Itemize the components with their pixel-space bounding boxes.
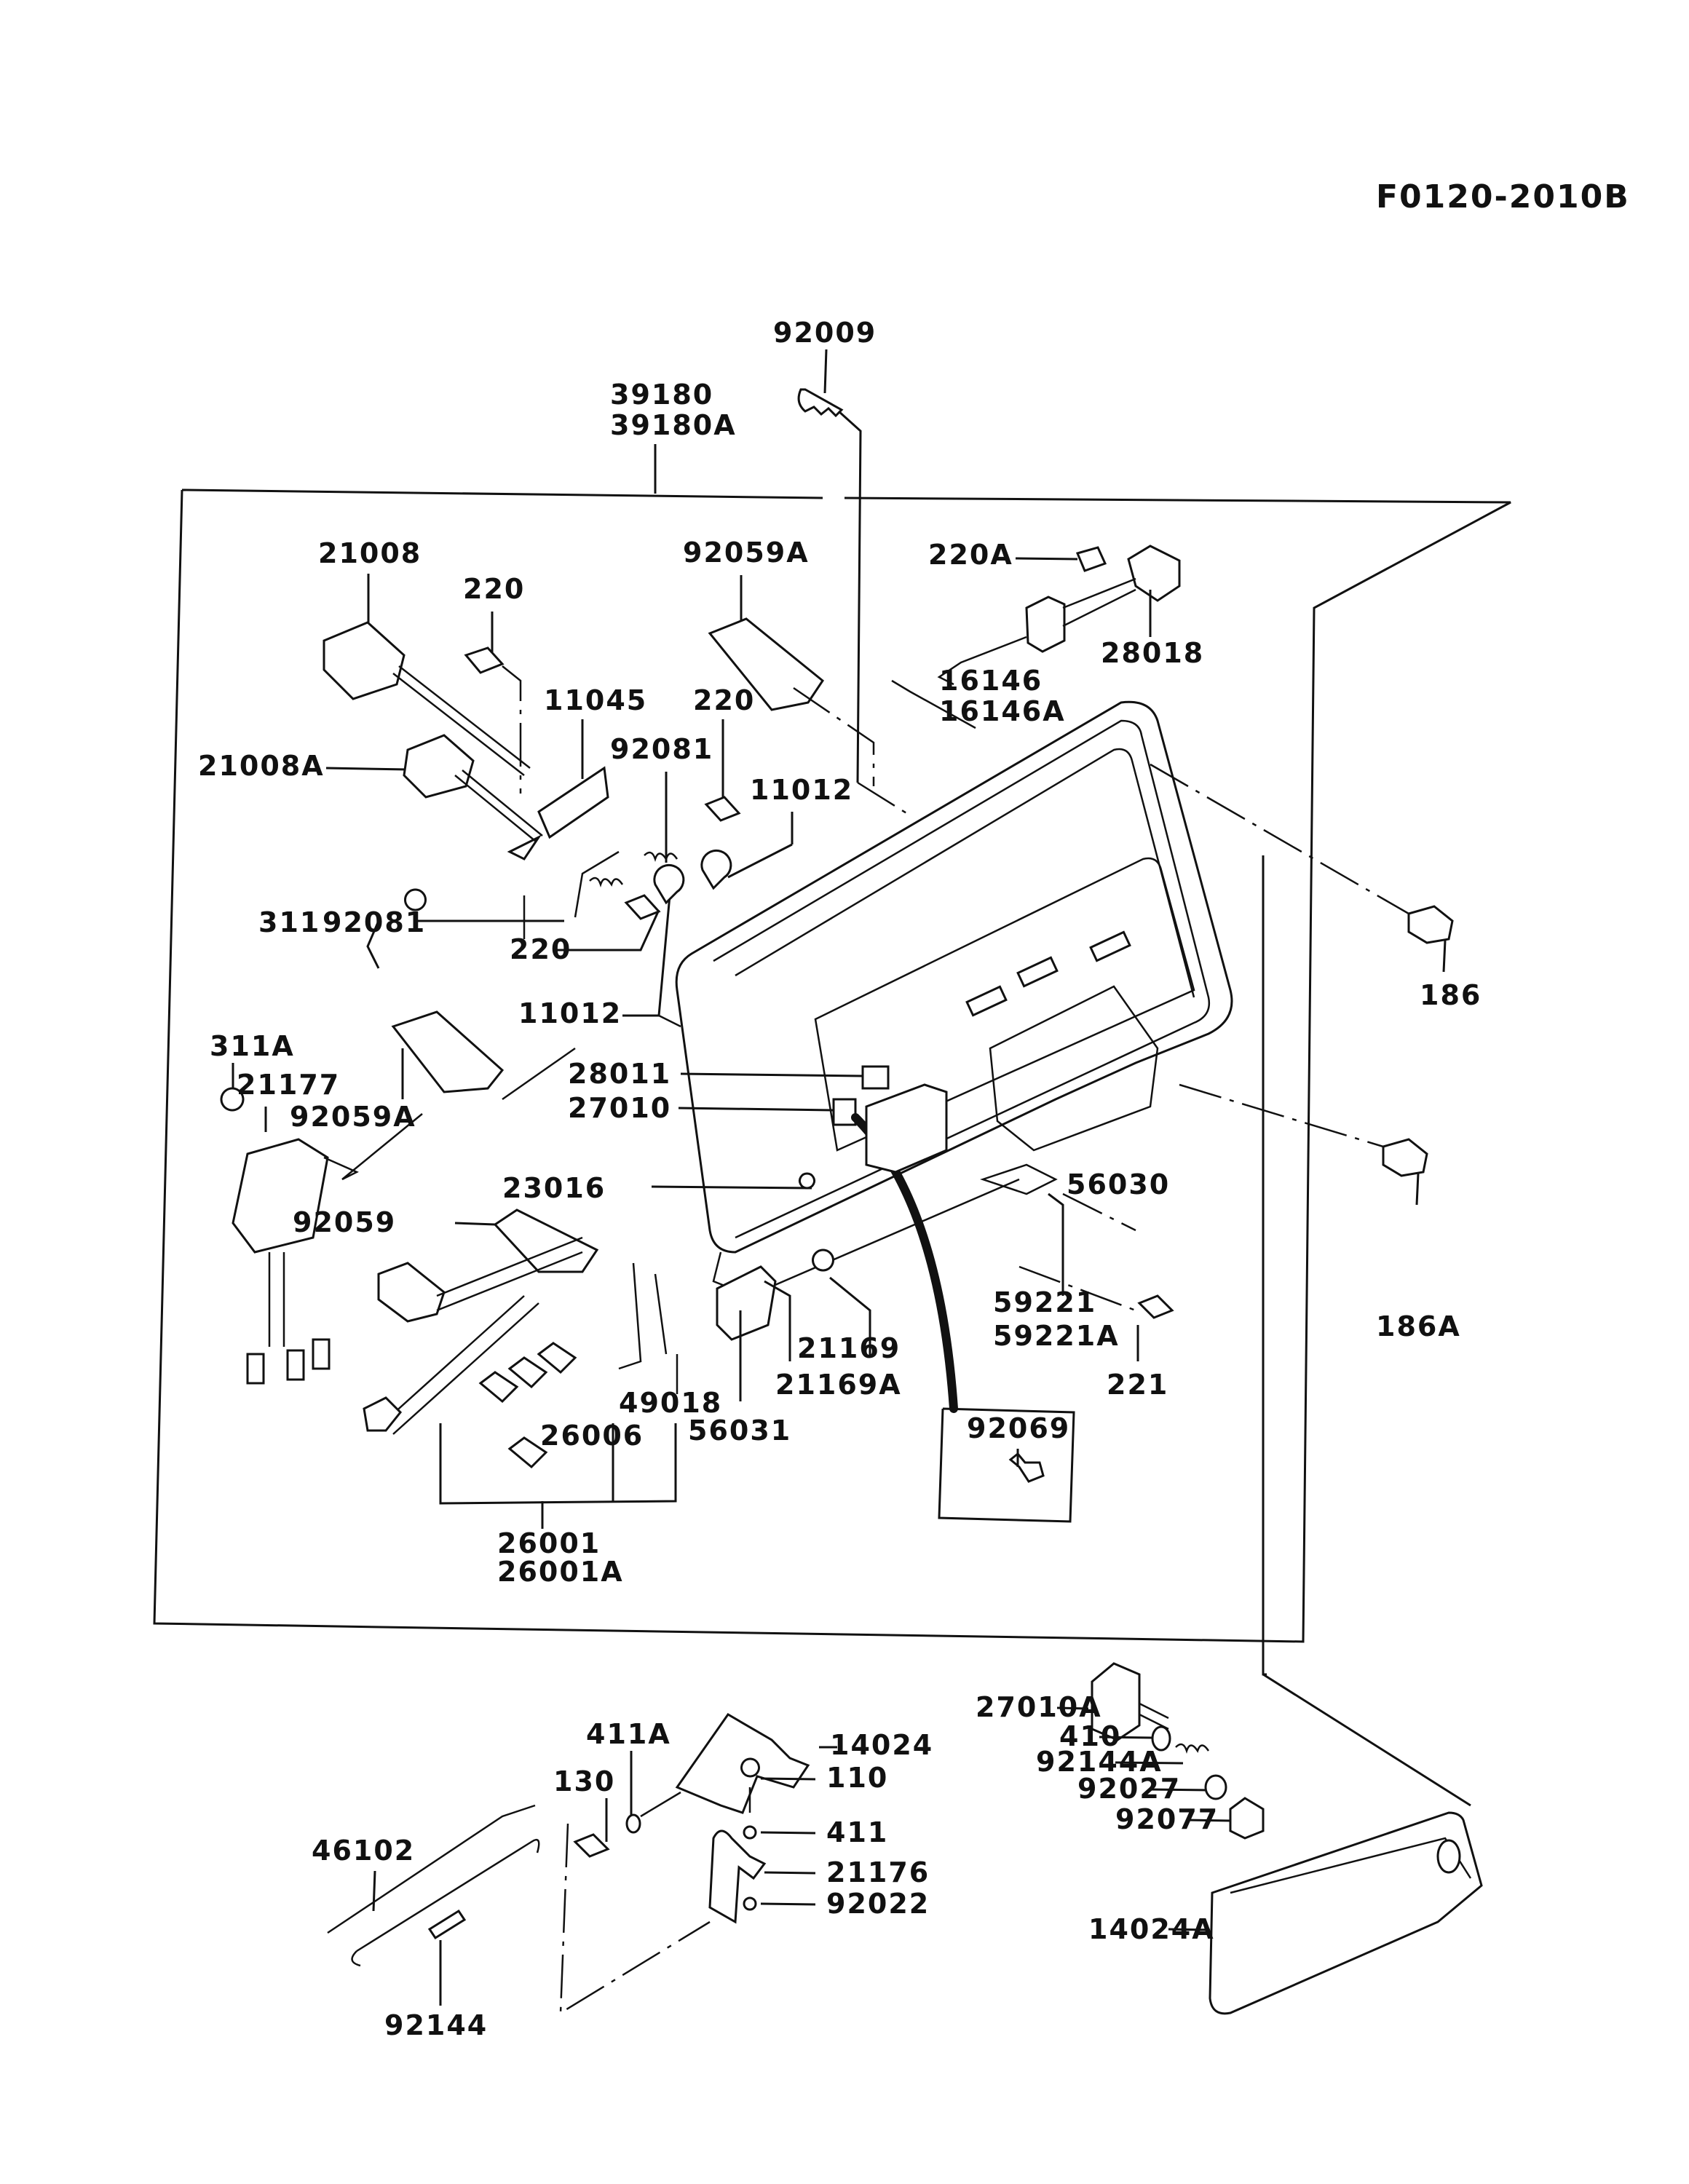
part-186 (1150, 763, 1454, 973)
part-11012-top (700, 812, 794, 890)
label-21169: 21169 (797, 1332, 901, 1364)
part-92022 (743, 1896, 816, 1911)
label-92059: 92059 (293, 1206, 396, 1238)
label-56030: 56030 (1067, 1168, 1170, 1200)
label-92027: 92027 (1077, 1773, 1181, 1805)
label-92059A-low: 92059A (290, 1101, 416, 1133)
part-21169 (764, 1249, 871, 1361)
label-46102: 46102 (312, 1835, 415, 1867)
label-28018: 28018 (1101, 637, 1204, 669)
part-26001-harness (363, 1236, 679, 1529)
leader-lower-right (1262, 855, 1471, 1807)
part-56031 (716, 1265, 777, 1401)
part-panel-56030 (675, 700, 1233, 1297)
label-21008: 21008 (318, 537, 422, 569)
part-21008A (325, 734, 543, 842)
part-14024A (1168, 1811, 1483, 2015)
label-11012-top: 11012 (750, 774, 853, 806)
label-26001A: 26001A (497, 1556, 624, 1588)
callout-labels: 92009 39180 39180A 21008 220 92059A 220A… (198, 317, 1482, 2041)
part-21008 (323, 574, 531, 776)
part-21177 (220, 1063, 423, 1385)
label-311: 311 (258, 906, 320, 938)
label-92081-top: 92081 (610, 733, 713, 765)
part-59221 (1048, 1192, 1136, 1296)
label-11045: 11045 (544, 684, 647, 716)
leaders-middle (651, 1065, 958, 1413)
label-92144A: 92144A (1036, 1746, 1163, 1778)
label-59221: 59221 (993, 1286, 1096, 1318)
part-186A (1179, 1083, 1428, 1206)
label-311A: 311A (210, 1030, 295, 1062)
part-411 (743, 1825, 816, 1840)
part-92081-springs (366, 772, 679, 969)
part-27010A (1056, 1662, 1265, 1840)
inset-92069 (938, 1407, 1075, 1523)
label-130: 130 (553, 1765, 615, 1797)
part-92059A-top (708, 575, 875, 786)
label-92059A-top: 92059A (683, 537, 810, 569)
label-49018: 49018 (619, 1387, 722, 1419)
label-28011: 28011 (568, 1058, 671, 1090)
label-39180A: 39180A (610, 409, 737, 441)
label-221: 221 (1107, 1369, 1168, 1401)
label-220-mid: 220 (693, 684, 755, 716)
label-14024: 14024 (830, 1729, 933, 1761)
label-21008A: 21008A (198, 750, 325, 782)
part-110 (740, 1757, 816, 1813)
part-92059A-low (391, 1010, 576, 1101)
part-11045 (507, 719, 609, 939)
label-110: 110 (826, 1762, 888, 1794)
part-221 (1018, 1265, 1174, 1361)
label-23016: 23016 (502, 1172, 606, 1204)
label-16146A: 16146A (939, 695, 1066, 727)
label-26006: 26006 (540, 1420, 644, 1452)
label-56031: 56031 (688, 1415, 791, 1447)
label-92069: 92069 (967, 1412, 1070, 1444)
label-410: 410 (1059, 1720, 1121, 1752)
label-14024A: 14024A (1088, 1913, 1215, 1945)
label-27010A: 27010A (976, 1691, 1102, 1723)
label-220-top: 220 (463, 573, 525, 605)
part-220-top (464, 612, 522, 794)
label-27010: 27010 (568, 1092, 671, 1124)
part-220-low (557, 894, 661, 951)
part-21176 (708, 1829, 816, 1924)
label-411: 411 (826, 1816, 888, 1848)
label-92077: 92077 (1115, 1803, 1219, 1835)
label-39180: 39180 (610, 379, 713, 411)
label-186A: 186A (1376, 1310, 1461, 1342)
label-21176: 21176 (826, 1856, 930, 1888)
label-220-low: 220 (510, 933, 571, 965)
label-26001: 26001 (497, 1527, 601, 1559)
label-59221A: 59221A (993, 1320, 1120, 1352)
diagram-code: F0120-2010B (1376, 178, 1630, 215)
label-92009: 92009 (773, 317, 877, 349)
part-16146-switch (891, 545, 1181, 729)
label-92022: 92022 (826, 1888, 930, 1920)
label-92144: 92144 (384, 2009, 488, 2041)
label-21177: 21177 (237, 1069, 340, 1101)
part-92009 (797, 349, 911, 817)
part-46102 (327, 1804, 540, 1967)
part-411A-130 (573, 1751, 681, 1858)
leader-bracket-frame (559, 1823, 711, 2015)
part-220-mid (704, 719, 741, 822)
label-16146: 16146 (939, 665, 1043, 697)
label-92081-bot: 92081 (323, 906, 426, 938)
part-11012-low (622, 863, 685, 1028)
label-11012-low: 11012 (518, 997, 622, 1029)
label-411A: 411A (586, 1718, 671, 1750)
label-21169A: 21169A (775, 1369, 902, 1401)
label-186: 186 (1420, 979, 1482, 1011)
label-220A: 220A (928, 539, 1013, 571)
part-92144 (427, 1909, 467, 2006)
